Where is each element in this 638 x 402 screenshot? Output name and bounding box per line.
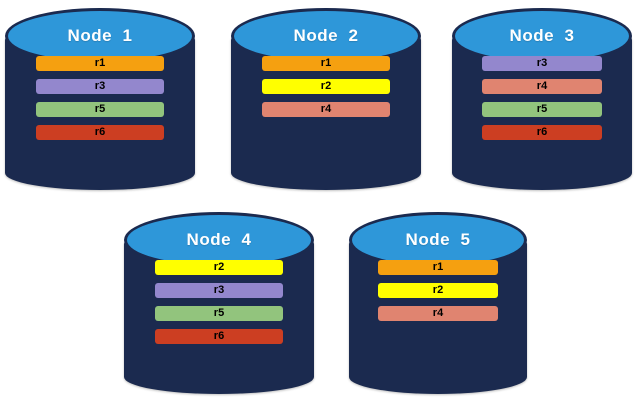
record-bar-r1[interactable]: r1	[36, 56, 164, 71]
node-5-label: Node 5	[405, 230, 471, 249]
record-bar-r3[interactable]: r3	[36, 79, 164, 94]
node-4-label: Node 4	[186, 230, 252, 249]
node-5-cylinder[interactable]: Node 5 r1 r2 r4	[349, 212, 527, 394]
record-list: r3 r4 r5 r6	[452, 8, 632, 190]
node-1-label: Node 1	[67, 26, 133, 45]
record-bar-r5[interactable]: r5	[36, 102, 164, 117]
record-list: r2 r3 r5 r6	[124, 212, 314, 394]
node-3-label: Node 3	[509, 26, 575, 45]
record-bar-r2[interactable]: r2	[262, 79, 390, 94]
node-2-cylinder[interactable]: Node 2 r1 r2 r4	[231, 8, 421, 190]
node-2-label: Node 2	[293, 26, 359, 45]
record-bar-r3[interactable]: r3	[155, 283, 283, 298]
cylinder-top-ellipse	[124, 212, 314, 268]
record-bar-r4[interactable]: r4	[378, 306, 498, 321]
node-1-cylinder[interactable]: Node 1 r1 r3 r5 r6	[5, 8, 195, 190]
record-bar-r2[interactable]: r2	[155, 260, 283, 275]
record-bar-r6[interactable]: r6	[36, 125, 164, 140]
cylinder-top-ellipse	[231, 8, 421, 64]
record-list: r1 r2 r4	[349, 212, 527, 394]
node-3-cylinder[interactable]: Node 3 r3 r4 r5 r6	[452, 8, 632, 190]
cylinder-top-ellipse	[5, 8, 195, 64]
record-bar-r6[interactable]: r6	[155, 329, 283, 344]
record-list: r1 r3 r5 r6	[5, 8, 195, 190]
node-4-cylinder[interactable]: Node 4 r2 r3 r5 r6	[124, 212, 314, 394]
record-bar-r2[interactable]: r2	[378, 283, 498, 298]
record-bar-r5[interactable]: r5	[155, 306, 283, 321]
record-bar-r6[interactable]: r6	[482, 125, 602, 140]
record-bar-r1[interactable]: r1	[262, 56, 390, 71]
record-bar-r3[interactable]: r3	[482, 56, 602, 71]
record-bar-r4[interactable]: r4	[482, 79, 602, 94]
record-list: r1 r2 r4	[231, 8, 421, 190]
record-bar-r1[interactable]: r1	[378, 260, 498, 275]
record-bar-r4[interactable]: r4	[262, 102, 390, 117]
record-bar-r5[interactable]: r5	[482, 102, 602, 117]
